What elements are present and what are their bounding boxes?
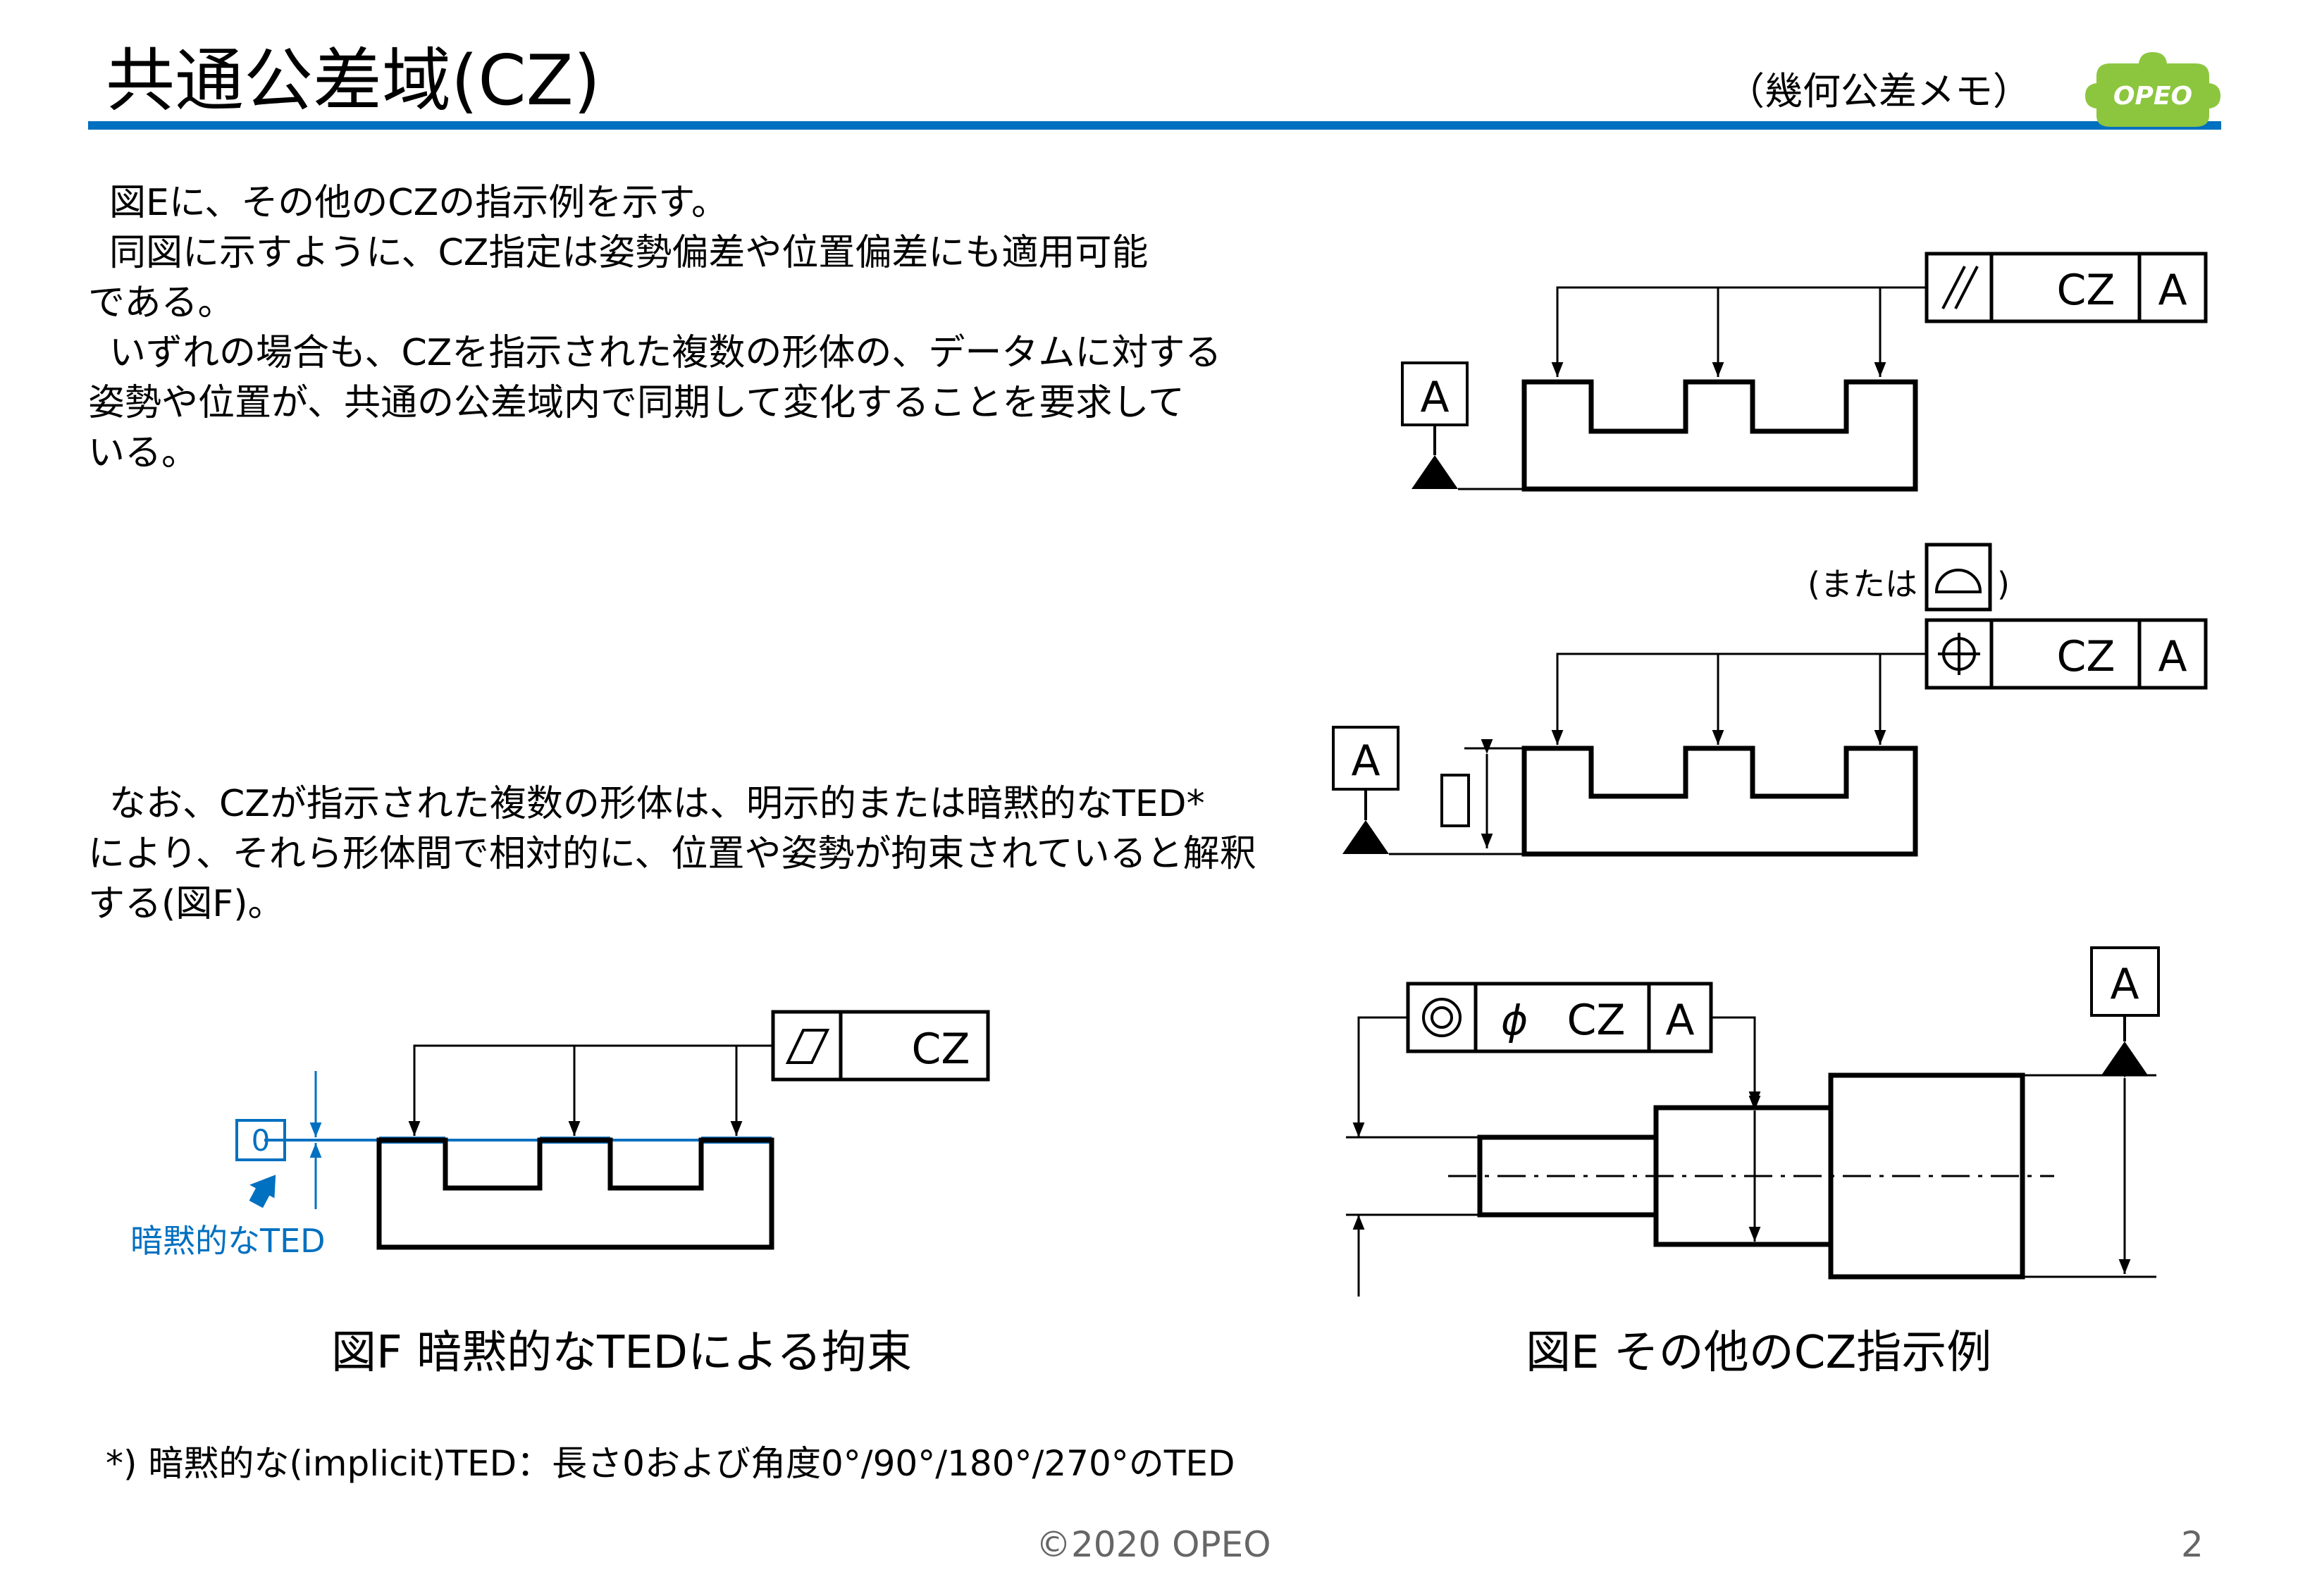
fcf-cz-text: CZ (2057, 632, 2115, 681)
datum-letter: A (2110, 960, 2139, 1009)
datum-letter: A (1420, 373, 1449, 422)
fig-f-flatness: CZ 0 暗黙的なTED (130, 1010, 990, 1260)
slotted-part (1521, 379, 1918, 492)
datum-triangle-icon (2101, 1041, 2148, 1075)
parallelism-icon (1941, 266, 1979, 309)
ted-zero-box (235, 1119, 286, 1161)
opeo-logo: OPEO (2082, 48, 2223, 132)
note-line: なお、CZが指示された複数の形体は、明示的または暗黙的なTED* (109, 783, 1205, 825)
or-prefix-text: (または (1808, 565, 1917, 603)
implicit-ted-label: 暗黙的なTED (130, 1222, 326, 1260)
note-line: する(図F)。 (88, 883, 285, 925)
intro-paragraph: 図Eに、その他のCZの指示例を示す。 同図に示すように、CZ指定は姿勢偏差や位置… (88, 178, 1286, 478)
flatness-icon (785, 1029, 830, 1064)
ted-footnote: *) 暗黙的な(implicit)TED：長さ0および角度0°/90°/180°… (106, 1443, 1235, 1484)
puzzle-logo-icon: OPEO (2085, 52, 2220, 127)
fcf-cz-text: CZ (2057, 266, 2115, 315)
intro-line: いずれの場合も、CZを指示された複数の形体の、データムに対する (109, 332, 1222, 374)
copyright: ©2020 OPEO (1036, 1524, 1271, 1565)
ted-zero-text: 0 (252, 1123, 271, 1158)
datum-triangle-icon (1342, 820, 1389, 854)
intro-line: 姿勢や位置が、共通の公差域内で同期して変化することを要求して (88, 382, 1185, 424)
page-subtitle: （幾何公差メモ） (1726, 69, 2031, 113)
slotted-part (376, 1137, 774, 1250)
or-suffix-text: ) (1997, 565, 2010, 603)
page-number: 2 (2181, 1524, 2204, 1565)
intro-line: 図Eに、その他のCZの指示例を示す。 (109, 182, 729, 224)
intro-line: 同図に示すように、CZ指定は姿勢偏差や位置偏差にも適用可能 (109, 232, 1149, 274)
diameter-symbol: ϕ (1501, 996, 1528, 1044)
position-icon (1938, 633, 1980, 675)
intro-line: である。 (88, 282, 235, 324)
slotted-part (1521, 746, 1918, 857)
profile-box (1925, 543, 1992, 612)
fig-e-position: (または ) CZ A A (1332, 543, 2208, 857)
concentricity-icon (1422, 998, 1462, 1037)
pointer-arrow-icon (249, 1175, 276, 1208)
fig-e-parallelism: CZ A A (1401, 252, 2208, 492)
fcf-cz-text: CZ (1567, 996, 1626, 1045)
ted-dimension-box (1440, 774, 1470, 827)
figure-e-caption: 図E その他のCZ指示例 (1526, 1327, 1992, 1379)
fig-e-concentricity: ϕ CZ A A (1346, 946, 2160, 1297)
fcf-datum-text: A (1665, 996, 1694, 1045)
page-title: 共通公差域(CZ) (106, 41, 601, 121)
logo-text: OPEO (2113, 82, 2192, 111)
datum-letter: A (1351, 736, 1380, 786)
datum-triangle-icon (1411, 455, 1458, 489)
intro-line: いる。 (88, 432, 199, 474)
fcf-datum-text: A (2158, 266, 2187, 315)
surface-profile-icon (1934, 569, 1982, 593)
note-line: により、それら形体間で相対的に、位置や姿勢が拘束されていると解釈 (88, 833, 1256, 875)
fcf-datum-text: A (2158, 632, 2187, 681)
fcf-cz-text: CZ (912, 1025, 970, 1074)
figure-f-caption: 図F 暗黙的なTEDによる拘束 (331, 1327, 913, 1379)
note-paragraph: なお、CZが指示された複数の形体は、明示的または暗黙的なTED* により、それら… (88, 779, 1286, 929)
title-underline (88, 121, 2221, 130)
